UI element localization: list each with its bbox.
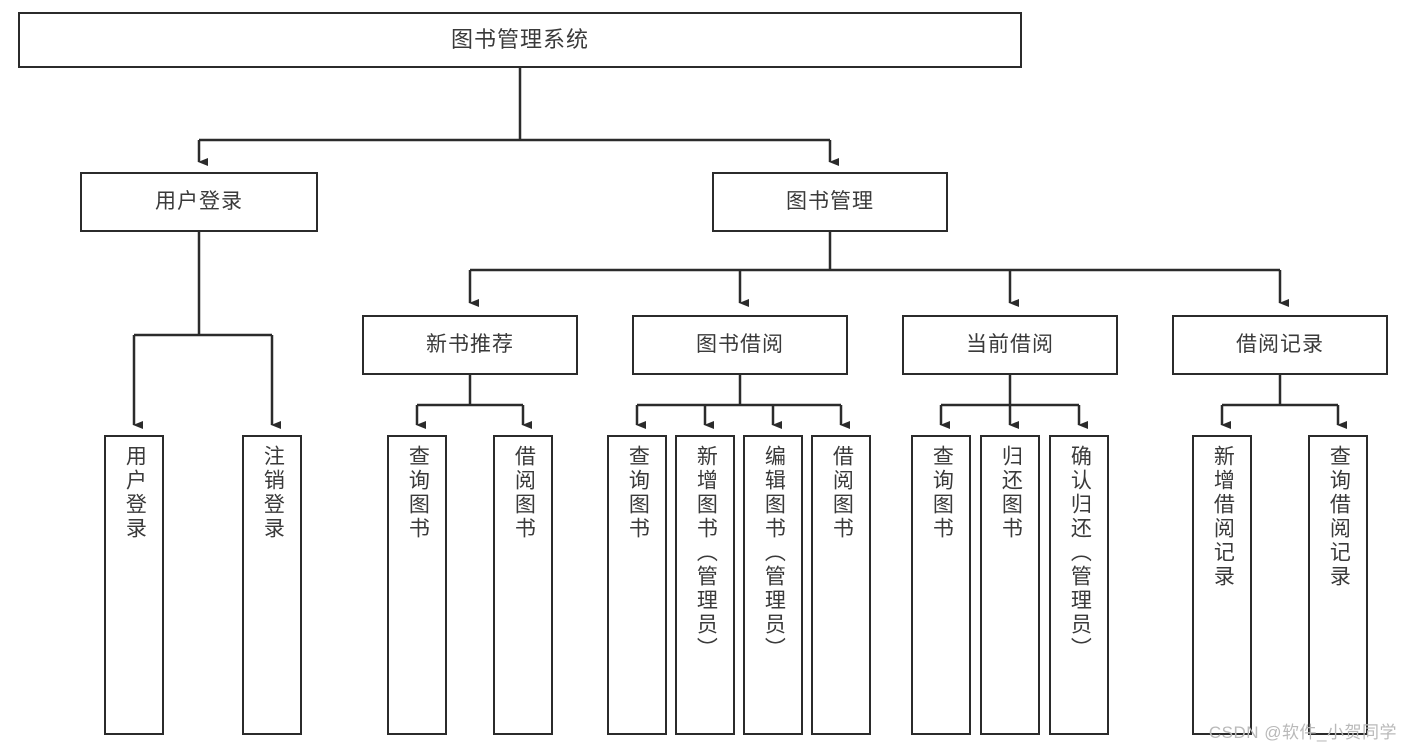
leaf-user-logout[interactable]: 注销登录 (242, 435, 302, 735)
leaf-edit-book[interactable]: 编辑图书（管理员） (743, 435, 803, 735)
leaf-user-login-label: 用户登录 (123, 445, 147, 541)
watermark-text: CSDN @软件_小贺同学 (1208, 723, 1397, 742)
leaf-return-book[interactable]: 归还图书 (980, 435, 1040, 735)
node-book-borrow-label: 图书借阅 (696, 332, 784, 356)
node-new-book-rec-label: 新书推荐 (426, 332, 514, 356)
leaf-add-record-label: 新增借阅记录 (1211, 445, 1235, 589)
leaf-user-login[interactable]: 用户登录 (104, 435, 164, 735)
leaf-query-book-1-label: 查询图书 (406, 445, 430, 541)
leaf-query-book-3-label: 查询图书 (930, 445, 954, 541)
node-borrow-record-label: 借阅记录 (1236, 332, 1324, 356)
node-current-borrow-label: 当前借阅 (966, 332, 1054, 356)
leaf-add-record[interactable]: 新增借阅记录 (1192, 435, 1252, 735)
node-root[interactable]: 图书管理系统 (18, 12, 1022, 68)
leaf-query-record[interactable]: 查询借阅记录 (1308, 435, 1368, 735)
leaf-add-book-label: 新增图书（管理员） (694, 445, 718, 661)
leaf-query-book-3[interactable]: 查询图书 (911, 435, 971, 735)
node-book-manage[interactable]: 图书管理 (712, 172, 948, 232)
leaf-borrow-book-2[interactable]: 借阅图书 (811, 435, 871, 735)
leaf-query-book-2-label: 查询图书 (626, 445, 650, 541)
leaf-confirm-return-label: 确认归还（管理员） (1068, 445, 1092, 661)
leaf-user-logout-label: 注销登录 (261, 445, 285, 541)
leaf-add-book[interactable]: 新增图书（管理员） (675, 435, 735, 735)
leaf-query-record-label: 查询借阅记录 (1327, 445, 1351, 589)
leaf-borrow-book-1-label: 借阅图书 (512, 445, 536, 541)
node-book-borrow[interactable]: 图书借阅 (632, 315, 848, 375)
node-current-borrow[interactable]: 当前借阅 (902, 315, 1118, 375)
leaf-return-book-label: 归还图书 (999, 445, 1023, 541)
leaf-borrow-book-1[interactable]: 借阅图书 (493, 435, 553, 735)
node-root-label: 图书管理系统 (450, 27, 589, 53)
leaf-edit-book-label: 编辑图书（管理员） (762, 445, 786, 661)
node-borrow-record[interactable]: 借阅记录 (1172, 315, 1388, 375)
node-new-book-rec[interactable]: 新书推荐 (362, 315, 578, 375)
node-book-manage-label: 图书管理 (786, 189, 874, 213)
leaf-query-book-1[interactable]: 查询图书 (387, 435, 447, 735)
node-user-login[interactable]: 用户登录 (80, 172, 318, 232)
leaf-query-book-2[interactable]: 查询图书 (607, 435, 667, 735)
node-user-login-label: 用户登录 (155, 189, 243, 213)
leaf-borrow-book-2-label: 借阅图书 (830, 445, 854, 541)
leaf-confirm-return[interactable]: 确认归还（管理员） (1049, 435, 1109, 735)
